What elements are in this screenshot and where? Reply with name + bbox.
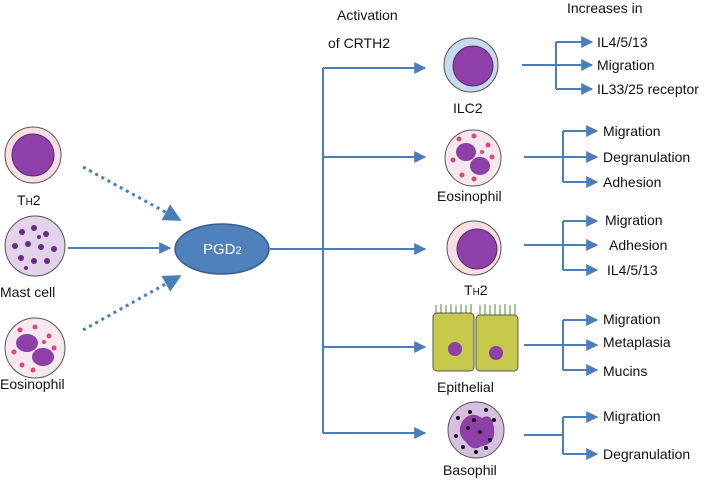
eosinophil-to-pgd2-dotted-arrow [82,274,182,332]
ilc2-label: ILC2 [453,100,483,116]
eosinophil-source-icon [4,317,66,379]
th2-effect-1: Migration [605,212,663,228]
mast-cell-source-label: Mast cell [0,284,55,300]
basophil-effect-1: Migration [603,408,661,424]
eosinophil-effect-3: Adhesion [603,174,661,190]
eosinophil-effect-1: Migration [603,123,661,139]
epithelial-effect-1: Migration [603,311,661,327]
ilc2-effect-1: IL4/5/13 [597,34,648,50]
basophil-effect-2: Degranulation [603,446,690,462]
ilc2-cell-icon [443,37,499,93]
th2-source-cell-icon [4,126,62,184]
epithelial-effect-3: Mucins [603,363,647,379]
epithelial-effect-2: Metaplasia [603,334,671,350]
epithelial-effects-branch [524,314,599,376]
eosinophil-effects-branch [524,125,599,188]
th2-target-cell-icon [446,220,502,276]
epithelial-cells-icon [432,304,519,372]
basophil-cell-icon [447,401,505,459]
ilc2-effect-2: Migration [597,57,655,73]
basophil-effects-branch [524,411,599,460]
activation-label-line2: of CRTH2 [328,35,390,51]
epithelial-label: Epithelial [437,379,494,395]
th2-target-label: TH2 [464,282,488,298]
ilc2-effect-3: IL33/25 receptor [597,81,699,97]
eosinophil-target-icon [444,129,502,187]
increases-in-label: Increases in [567,0,642,16]
ilc2-effects-branch [522,36,594,95]
pgd2-node [174,223,270,275]
eosinophil-target-label: Eosinophil [437,188,502,204]
eosinophil-source-label: Eosinophil [0,376,65,392]
th2-effects-branch [524,215,599,276]
mast-cell-source-icon [4,215,66,277]
pgd2-label: PGD2 [203,241,242,258]
activation-label-line1: Activation [337,7,398,23]
th2-effect-3: IL4/5/13 [607,262,658,278]
th2-effect-2: Adhesion [609,237,667,253]
th2-source-label: TH2 [17,192,41,208]
eosinophil-effect-2: Degranulation [603,149,690,165]
th2-to-pgd2-dotted-arrow [82,165,182,222]
basophil-label: Basophil [443,462,497,478]
